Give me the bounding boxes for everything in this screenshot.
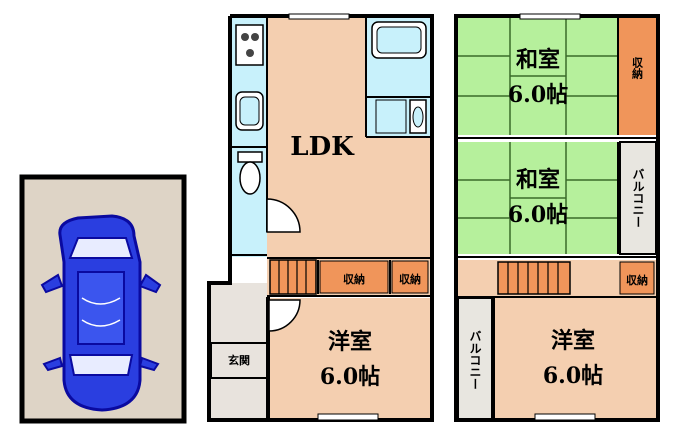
washbasin-icon xyxy=(409,99,427,134)
second-floor-windows xyxy=(519,13,596,421)
storage-2f-top xyxy=(618,17,656,135)
balcony-right-label: バルコニー xyxy=(631,168,645,228)
washitsu-upper-size: 6.0帖 xyxy=(508,82,568,108)
youshitsu-1f-floor xyxy=(269,298,430,418)
car-icon xyxy=(40,214,162,412)
tatami-lines xyxy=(458,17,618,254)
shuno-1f-a-label: 収納 xyxy=(343,272,365,286)
washitsu-lower-size: 6.0帖 xyxy=(508,202,568,228)
balcony-left-label: バルコニー xyxy=(468,330,482,390)
youshitsu-1f-label: 洋室 xyxy=(328,329,372,355)
first-floor-walls xyxy=(207,14,434,422)
stairs-icon xyxy=(497,261,571,295)
first-floor-inner-walls xyxy=(232,17,430,297)
storage-2f-hall xyxy=(619,261,655,295)
youshitsu-2f-floor xyxy=(494,298,656,418)
storage-1f-a xyxy=(319,260,389,294)
bathtub-icon xyxy=(371,21,427,59)
youshitsu-1f-size: 6.0帖 xyxy=(320,364,380,390)
washer-space xyxy=(375,99,407,134)
genkan-label: 玄関 xyxy=(228,353,250,367)
first-floor-windows xyxy=(288,13,379,421)
shuno-1f-b-label: 収納 xyxy=(399,272,421,286)
toilet-icon xyxy=(237,151,263,195)
first-floor xyxy=(207,13,434,422)
second-floor-inner-walls xyxy=(458,17,656,420)
washitsu-lower-label: 和室 xyxy=(516,167,560,193)
sink-icon xyxy=(235,91,264,131)
washitsu-upper-label: 和室 xyxy=(516,47,560,73)
parking-area xyxy=(19,174,187,424)
storage-1f-b xyxy=(391,260,429,294)
second-floor xyxy=(454,13,660,422)
first-floor-doors xyxy=(266,198,301,332)
youshitsu-2f-size: 6.0帖 xyxy=(543,363,603,389)
youshitsu-2f-label: 洋室 xyxy=(551,328,595,354)
stairs-icon xyxy=(269,259,317,295)
genkan-box xyxy=(210,342,268,379)
shuno-2f-hall-label: 収納 xyxy=(626,273,648,287)
stove-icon xyxy=(235,24,264,66)
ldk-label: LDK xyxy=(290,132,355,162)
shuno-2f-top-label: 収納 xyxy=(631,57,644,80)
